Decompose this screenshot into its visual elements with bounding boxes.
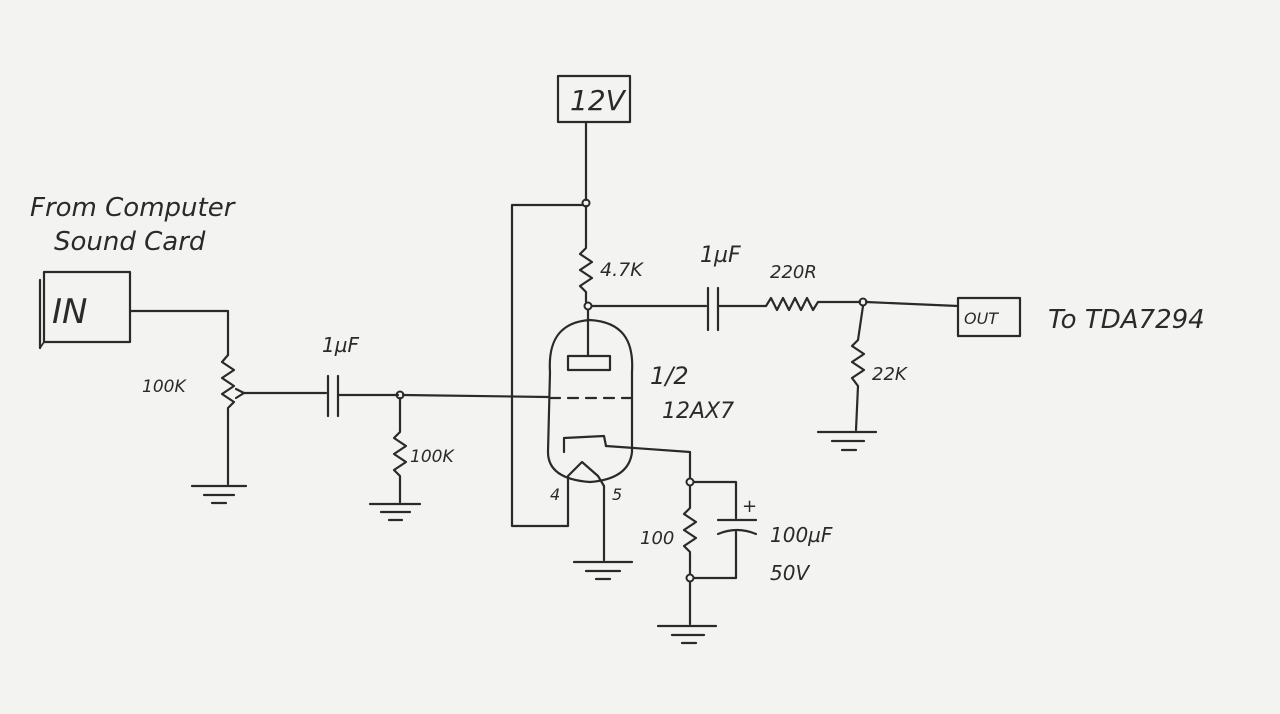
vacuum-tube [546,308,634,488]
bypass-cap-top-wire [692,480,738,520]
series-resistor-label: 220R [770,262,817,283]
grid-resistor-label: 100K [410,447,455,467]
cathode-resistor-label: 100 [640,528,674,549]
bypass-cap-plate-bottom [716,528,758,536]
tube-pin-a-label: 4 [550,485,560,504]
cathode-resistor [682,484,698,576]
load-resistor-label: 22K [872,364,908,385]
supply-label: 12V [570,84,627,117]
potentiometer [220,353,246,486]
bypass-cap-polarity: + [742,496,757,517]
input-cap-label: 1µF [322,333,359,357]
wire-cathode [604,444,692,480]
bypass-cap-voltage-label: 50V [770,561,810,585]
supply-box: 12V [556,74,632,124]
bypass-cap-bottom-wire [692,530,738,580]
ground-symbol-cathode [656,624,718,645]
output-box-label: OUT [964,309,999,328]
plate-node-dot [583,301,593,311]
source-note-line1: From Computer [30,193,237,223]
wire-to-tube-grid [401,393,550,399]
wire-in-to-pot [128,309,230,357]
ground-symbol-heater [572,560,634,581]
output-cap-label: 1µF [700,243,741,268]
cathode-node-bottom [685,573,695,583]
tube-pin-b-label: 5 [612,485,622,504]
bypass-cap-value-label: 100µF [770,523,833,547]
input-capacitor [326,374,340,418]
pot-value-label: 100K [142,377,187,397]
tube-type-label: 12AX7 [662,399,734,424]
input-box-label: IN [52,292,87,332]
grid-resistor [392,396,408,504]
ground-symbol-grid [368,502,422,522]
plate-resistor-label: 4.7K [600,259,644,281]
source-note-line2: Sound Card [54,227,206,257]
ground-symbol-load [816,430,878,452]
heater-wire [510,203,585,528]
input-box: IN [38,270,132,350]
output-capacitor [706,286,720,332]
plate-resistor [578,204,594,304]
wire-to-out-box [864,300,960,308]
tube-section-label: 1/2 [650,362,689,390]
load-resistor [850,304,866,432]
output-box: OUT [956,296,1022,338]
cathode-node-top [685,477,695,487]
destination-label: To TDA7294 [1048,305,1205,335]
ground-symbol-pot [190,484,248,505]
series-resistor [716,296,862,312]
